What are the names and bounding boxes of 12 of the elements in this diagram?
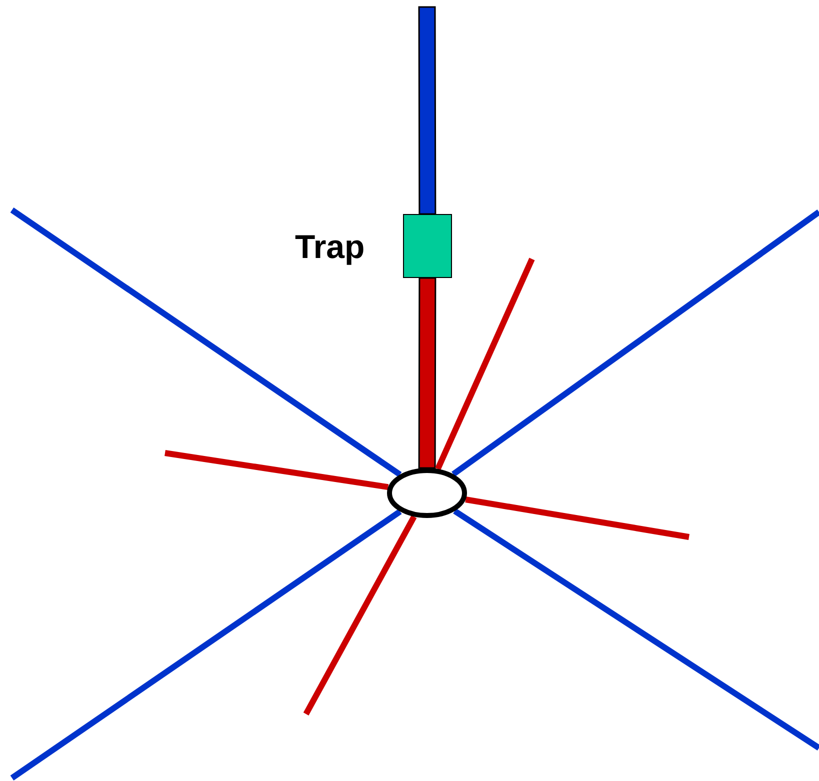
line (164, 450, 389, 490)
line (303, 515, 417, 716)
line (465, 496, 690, 540)
trap-label: Trap (295, 228, 365, 266)
ellipse (387, 468, 467, 518)
line (453, 508, 819, 751)
thick-bar (418, 277, 436, 469)
thick-bar (418, 6, 436, 215)
line (452, 210, 819, 477)
line (435, 258, 535, 470)
line (10, 509, 402, 780)
line (10, 208, 402, 478)
